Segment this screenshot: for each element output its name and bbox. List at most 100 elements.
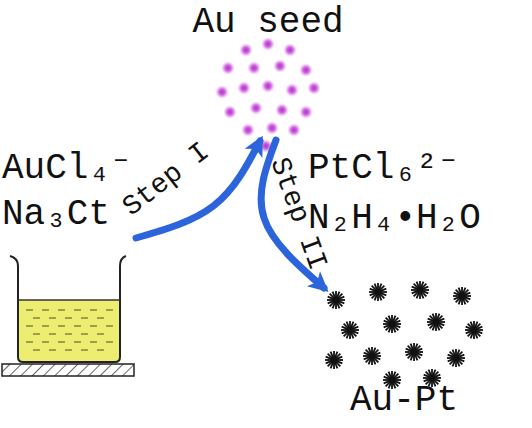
- liquid-dash: [42, 309, 49, 310]
- star-ray: [406, 349, 423, 356]
- star-ray: [414, 284, 427, 297]
- star-ray: [448, 355, 465, 362]
- au-pt-star: [411, 281, 429, 299]
- liquid-dash: [33, 317, 40, 318]
- au-pt-star: [447, 349, 465, 367]
- liquid-dash: [90, 309, 97, 310]
- liquid-dash: [49, 349, 56, 350]
- node-text: AuCl₄⁻: [2, 146, 132, 192]
- au-pt-star: [383, 315, 401, 333]
- star-ray: [433, 314, 440, 331]
- seed-dot: [307, 81, 321, 95]
- seed-dot: [241, 123, 255, 137]
- au-pt-star: [369, 283, 387, 301]
- seed-dot: [299, 63, 313, 77]
- liquid-dash: [74, 325, 81, 326]
- star-ray: [454, 293, 471, 300]
- liquid-dash: [65, 317, 72, 318]
- star-core: [333, 297, 339, 303]
- star-ray: [347, 322, 354, 339]
- liquid-dash: [97, 349, 104, 350]
- star-core: [459, 293, 465, 299]
- star-ray: [342, 327, 359, 334]
- seed-dot: [223, 105, 237, 119]
- node-text: Na₃Ct: [2, 192, 110, 238]
- star-ray: [342, 327, 359, 334]
- liquid-dash: [42, 325, 49, 326]
- star-core: [411, 349, 417, 355]
- beaker: [2, 256, 134, 376]
- liquid-dash: [74, 309, 81, 310]
- au-pt-particles: [325, 281, 483, 389]
- seed-dot: [273, 59, 287, 73]
- au-pt-star: [363, 347, 381, 365]
- product-cluster: Au-Pt: [318, 276, 490, 424]
- hot-plate: [2, 364, 134, 376]
- star-ray: [326, 357, 343, 364]
- liquid-dash: [90, 341, 97, 342]
- star-ray: [366, 350, 379, 363]
- star-ray: [450, 352, 463, 365]
- star-ray: [328, 297, 345, 304]
- star-ray: [369, 348, 376, 365]
- liquid-dash: [58, 325, 65, 326]
- node-text: Au seed: [192, 0, 343, 46]
- star-core: [375, 289, 381, 295]
- star-ray: [417, 282, 424, 299]
- star-ray: [333, 292, 340, 309]
- liquid-dash: [106, 341, 113, 342]
- star-ray: [330, 294, 343, 307]
- star-ray: [372, 286, 385, 299]
- liquid-dash: [74, 341, 81, 342]
- liquid-dash: [49, 317, 56, 318]
- seed-dot: [261, 79, 275, 93]
- star-ray: [417, 282, 424, 299]
- star-ray: [370, 289, 387, 296]
- star-ray: [430, 316, 443, 329]
- liquid-dash: [33, 349, 40, 350]
- star-core: [453, 355, 459, 361]
- star-ray: [411, 344, 418, 361]
- star-ray: [326, 357, 343, 364]
- reagent-label: N₂H₄•H₂O: [308, 196, 481, 242]
- seed-dot: [247, 61, 261, 75]
- star-ray: [370, 289, 387, 296]
- star-ray: [344, 324, 357, 337]
- star-ray: [384, 321, 401, 328]
- star-ray: [389, 316, 396, 333]
- au-pt-star: [325, 351, 343, 369]
- reagent-label: PtCl₆²⁻: [308, 146, 459, 192]
- star-core: [389, 321, 395, 327]
- au-pt-star: [453, 287, 471, 305]
- star-ray: [466, 327, 483, 334]
- liquid-dash: [33, 333, 40, 334]
- beaker-liquid: [18, 300, 120, 362]
- liquid-dash: [42, 341, 49, 342]
- seed-dot: [239, 43, 253, 57]
- star-ray: [364, 353, 381, 360]
- star-ray: [459, 288, 466, 305]
- star-ray: [433, 314, 440, 331]
- star-ray: [406, 349, 423, 356]
- liquid-dash: [97, 333, 104, 334]
- star-ray: [428, 319, 445, 326]
- star-ray: [412, 287, 429, 294]
- au-seed-particles: [215, 37, 321, 153]
- node-text: Au-Pt: [350, 378, 458, 424]
- star-ray: [466, 327, 483, 334]
- reactant-group: AuCl₄⁻Na₃Ct: [2, 146, 138, 244]
- star-ray: [412, 287, 429, 294]
- au-pt-star: [405, 343, 423, 361]
- beaker-glass: [10, 256, 126, 362]
- star-ray: [328, 354, 341, 367]
- liquid-surface: [18, 299, 120, 301]
- seed-dot: [299, 105, 313, 119]
- au-pt-star: [327, 291, 345, 309]
- star-ray: [333, 292, 340, 309]
- liquid-dash: [81, 349, 88, 350]
- seed-dot: [287, 123, 301, 137]
- star-ray: [375, 284, 382, 301]
- star-ray: [347, 322, 354, 339]
- liquid-dash: [106, 325, 113, 326]
- star-ray: [331, 352, 338, 369]
